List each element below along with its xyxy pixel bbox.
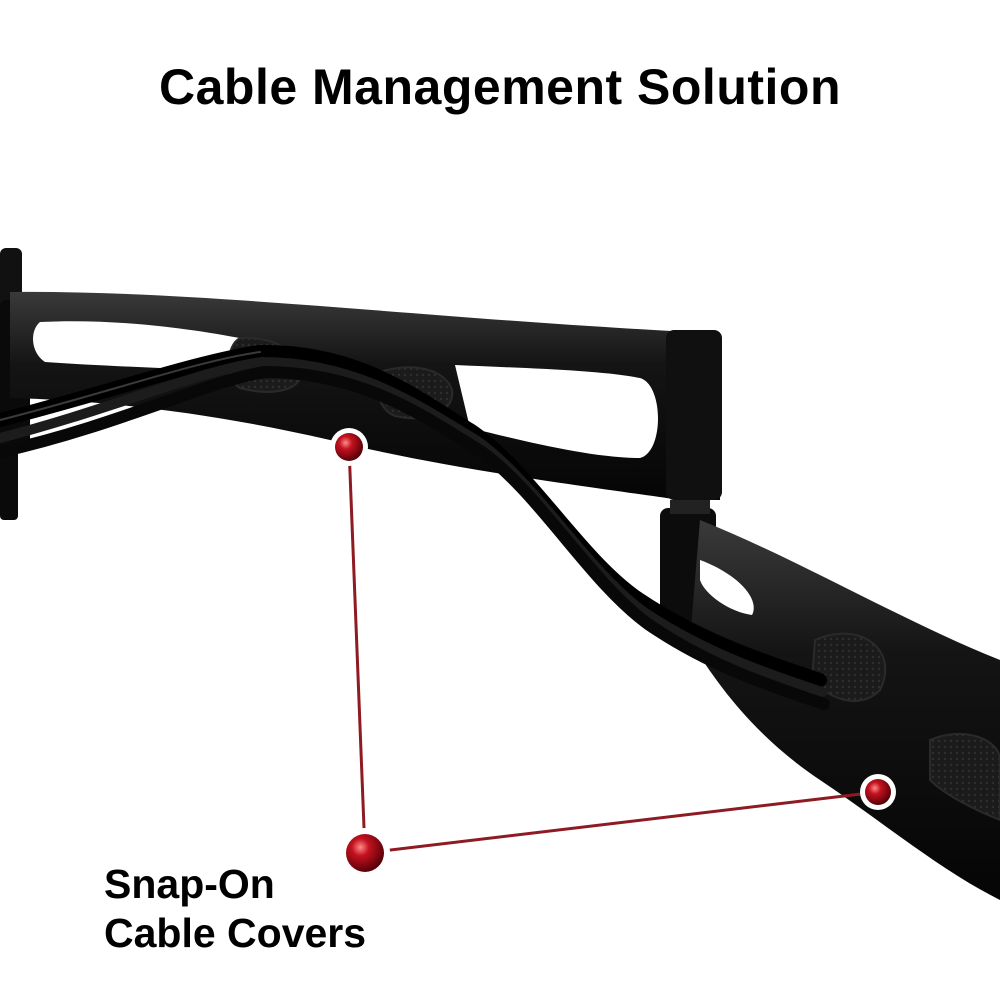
second-arm-segment xyxy=(690,520,1000,900)
callout-label: Snap-On Cable Covers xyxy=(104,860,366,958)
callout-line-1: Snap-On xyxy=(104,861,275,907)
cable-bundle xyxy=(0,344,830,710)
first-arm-segment xyxy=(10,291,720,500)
page-title: Cable Management Solution xyxy=(158,59,841,115)
cover-marker-center xyxy=(340,828,390,878)
cover-marker-upper-left xyxy=(330,428,368,466)
callout-leader-lines xyxy=(347,446,879,855)
callout-line-2: Cable Covers xyxy=(104,910,367,956)
cover-marker-right xyxy=(860,774,896,810)
